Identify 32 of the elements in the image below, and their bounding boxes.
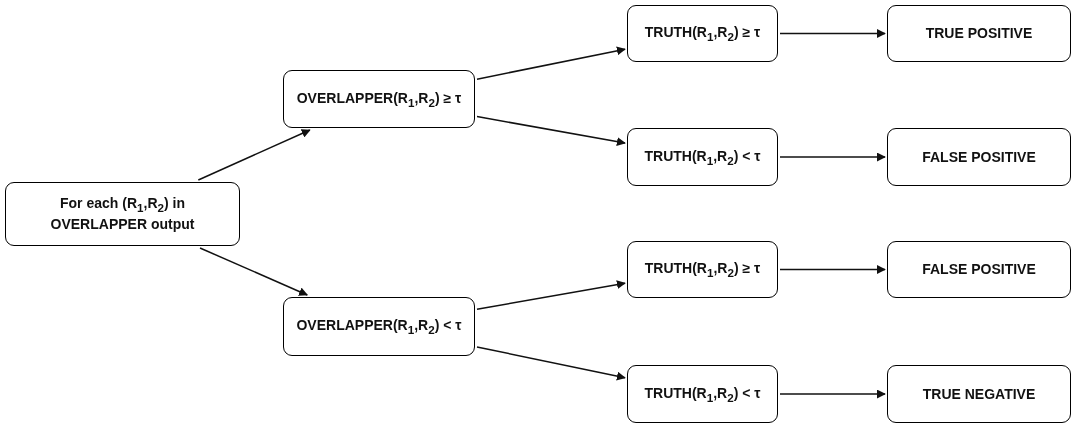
node-label: TRUE NEGATIVE bbox=[922, 384, 1036, 404]
node-label: TRUE POSITIVE bbox=[925, 24, 1033, 43]
arrow bbox=[779, 152, 886, 162]
arrow bbox=[476, 46, 626, 80]
node-label: TRUTH(R$_{1}$,R$_{2}$) < τ bbox=[644, 383, 761, 405]
node-label: TRUTH(R$_{1}$,R$_{2}$) ≥ τ bbox=[644, 23, 761, 44]
outcome-box bbox=[887, 5, 1071, 62]
arrow bbox=[779, 265, 886, 274]
node-label: TRUTH(R$_{1}$,R$_{2}$) < τ bbox=[644, 146, 761, 168]
node-label: FALSE POSITIVE bbox=[922, 147, 1036, 167]
arrow bbox=[199, 247, 308, 296]
process-box bbox=[5, 182, 240, 246]
outcome-box bbox=[887, 365, 1071, 423]
arrow bbox=[476, 115, 626, 147]
arrow bbox=[476, 346, 626, 381]
process-box bbox=[627, 128, 778, 186]
node-label: OVERLAPPER(R$_{1}$,R$_{2}$) ≥ τ bbox=[296, 88, 462, 110]
node-label: FALSE POSITIVE bbox=[922, 260, 1036, 279]
process-box bbox=[627, 5, 778, 62]
process-box bbox=[283, 297, 475, 356]
arrow bbox=[476, 280, 626, 310]
process-box bbox=[627, 365, 778, 423]
arrow bbox=[779, 29, 886, 38]
node-label: TRUTH(R$_{1}$,R$_{2}$) ≥ τ bbox=[644, 259, 761, 280]
process-box bbox=[627, 241, 778, 298]
process-box bbox=[283, 70, 475, 128]
node-label: OVERLAPPER(R$_{1}$,R$_{2}$) < τ bbox=[296, 316, 462, 337]
outcome-box bbox=[887, 241, 1071, 298]
outcome-box bbox=[887, 128, 1071, 186]
arrow bbox=[197, 129, 311, 181]
node-label: For each (R$_{1}$,R$_{2}$) in OVERLAPPER output bbox=[49, 194, 196, 234]
arrow bbox=[779, 389, 886, 399]
